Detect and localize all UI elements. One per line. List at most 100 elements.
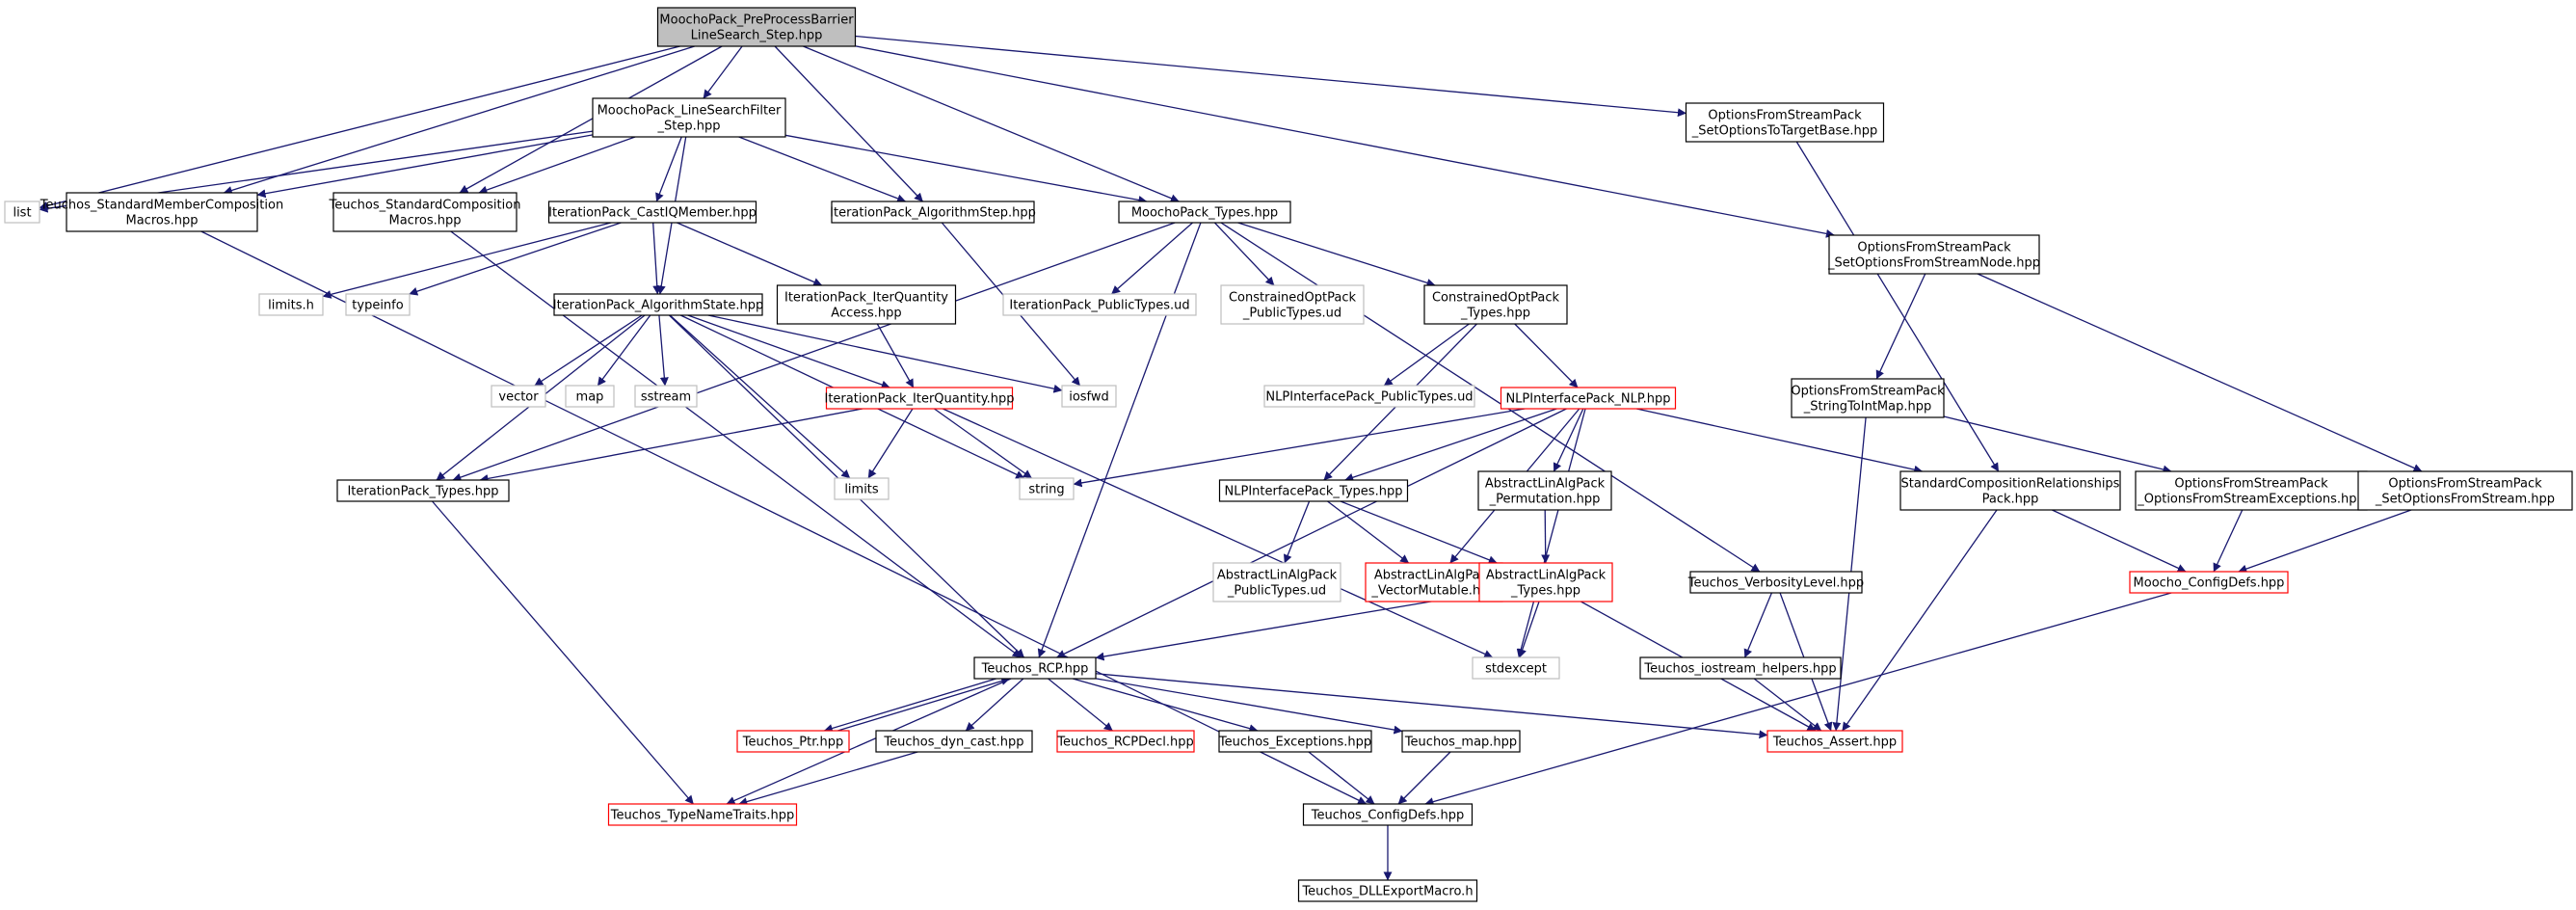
node-ofs-stream[interactable]: OptionsFromStreamPack_SetOptionsFromStre… xyxy=(2357,470,2573,511)
node-ip-types[interactable]: IterationPack_Types.hpp xyxy=(336,479,510,502)
edge-root-to-mp-types xyxy=(803,45,1180,202)
node-label: Teuchos_Assert.hpp xyxy=(1772,736,1897,750)
node-rcpdecl[interactable]: Teuchos_RCPDecl.hpp xyxy=(1056,730,1195,753)
edge-nlp-nlp-to-scr xyxy=(1636,408,1924,474)
node-iosfwd: iosfwd xyxy=(1061,385,1117,408)
edge-ip-algstate-to-limits xyxy=(669,314,851,479)
node-lsf[interactable]: MoochoPack_LineSearchFilter_Step.hpp xyxy=(592,97,786,138)
node-box xyxy=(1689,571,1863,594)
node-label: IterationPack_IterQuantity.hpp xyxy=(824,392,1014,407)
node-ip-iq[interactable]: IterationPack_IterQuantity.hpp xyxy=(824,387,1015,410)
node-label: OptionsFromStreamPack xyxy=(1857,241,2011,255)
node-nlp-types[interactable]: NLPInterfacePack_Types.hpp xyxy=(1218,479,1409,502)
node-ip-algstate[interactable]: IterationPack_AlgorithmState.hpp xyxy=(553,293,764,316)
node-verb[interactable]: Teuchos_VerbosityLevel.hpp xyxy=(1687,571,1864,594)
node-mp-types[interactable]: MoochoPack_Types.hpp xyxy=(1118,201,1291,224)
node-label: limits.h xyxy=(268,299,314,313)
edge-ptr-to-rcp xyxy=(837,677,1011,732)
node-label: IterationPack_PublicTypes.ud xyxy=(1009,299,1189,313)
node-map: map xyxy=(565,385,615,408)
edge-mp-types-to-verb xyxy=(1220,222,1761,573)
node-label: _PublicTypes.ud xyxy=(1242,307,1341,321)
node-box xyxy=(1472,656,1560,680)
node-box xyxy=(831,201,1035,224)
node-cop-types[interactable]: ConstrainedOptPack_Types.hpp xyxy=(1423,284,1568,325)
node-mcd[interactable]: Moocho_ConfigDefs.hpp xyxy=(2129,571,2289,594)
node-dll[interactable]: Teuchos_DLLExportMacro.h xyxy=(1297,879,1478,902)
node-ofs-strtoint[interactable]: OptionsFromStreamPack_StringToIntMap.hpp xyxy=(1791,378,1945,418)
node-ofs-exc[interactable]: OptionsFromStreamPack_OptionsFromStreamE… xyxy=(2135,470,2368,511)
node-label: IterationPack_AlgorithmStep.hpp xyxy=(830,206,1036,221)
node-ala-pubtypes: AbstractLinAlgPack_PublicTypes.ud xyxy=(1212,562,1341,602)
node-box xyxy=(1002,293,1197,316)
node-tsmc[interactable]: Teuchos_StandardMemberCompositionMacros.… xyxy=(40,192,283,232)
node-label: _Types.hpp xyxy=(1460,307,1530,321)
edge-root-to-ofs-target xyxy=(855,35,1686,118)
node-box xyxy=(1061,385,1117,408)
edge-root-to-ofs-node xyxy=(855,45,1835,238)
node-label: Teuchos_iostream_helpers.hpp xyxy=(1643,662,1836,677)
edge-nlp-nlp-to-nlp-types xyxy=(1344,408,1557,482)
node-box xyxy=(491,385,546,408)
node-ip-cast[interactable]: IterationPack_CastIQMember.hpp xyxy=(547,201,757,224)
node-box xyxy=(1639,656,1842,680)
node-label: limits xyxy=(844,483,879,497)
node-label: MoochoPack_LineSearchFilter xyxy=(598,104,782,119)
node-nlp-pubtypes: NLPInterfacePack_PublicTypes.ud xyxy=(1263,385,1475,408)
node-label: Teuchos_VerbosityLevel.hpp xyxy=(1687,576,1864,591)
node-root[interactable]: MoochoPack_PreProcessBarrierLineSearch_S… xyxy=(656,7,857,47)
node-ip-algstep[interactable]: IterationPack_AlgorithmStep.hpp xyxy=(830,201,1036,224)
edge-mp-types-to-cop-pubtypes xyxy=(1213,222,1275,286)
node-vector: vector xyxy=(491,385,546,408)
node-box xyxy=(875,730,1033,753)
node-dyncast[interactable]: Teuchos_dyn_cast.hpp xyxy=(875,730,1033,753)
node-box xyxy=(736,730,850,753)
node-label: Teuchos_StandardComposition xyxy=(329,199,521,213)
edge-root-to-ip-algstep xyxy=(774,45,923,202)
node-rcp[interactable]: Teuchos_RCP.hpp xyxy=(973,656,1097,680)
edge-verb-to-ioh xyxy=(1743,592,1773,658)
node-label: ConstrainedOptPack xyxy=(1229,291,1357,306)
node-box xyxy=(1019,477,1075,500)
node-tnt[interactable]: Teuchos_TypeNameTraits.hpp xyxy=(607,803,798,826)
node-label: IterationPack_Types.hpp xyxy=(347,485,498,499)
node-assert[interactable]: Teuchos_Assert.hpp xyxy=(1766,730,1903,753)
node-ofs-node[interactable]: OptionsFromStreamPack_SetOptionsFromStre… xyxy=(1827,234,2040,275)
node-tcd[interactable]: Teuchos_ConfigDefs.hpp xyxy=(1302,803,1474,826)
node-exc[interactable]: Teuchos_Exceptions.hpp xyxy=(1218,730,1372,753)
node-label: _PublicTypes.ud xyxy=(1227,584,1326,599)
node-ala-perm[interactable]: AbstractLinAlgPack_Permutation.hpp xyxy=(1477,470,1612,511)
node-box xyxy=(634,385,698,408)
node-box xyxy=(1118,201,1291,224)
edge-nlp-types-to-ala-vm xyxy=(1327,500,1410,564)
node-tmap[interactable]: Teuchos_map.hpp xyxy=(1401,730,1521,753)
node-label: NLPInterfacePack_NLP.hpp xyxy=(1505,392,1670,407)
edge-lsf-to-tsmc xyxy=(256,134,594,199)
edge-nlp-nlp-to-stdexcept xyxy=(1516,408,1586,658)
node-nlp-nlp[interactable]: NLPInterfacePack_NLP.hpp xyxy=(1500,387,1677,410)
node-ptr[interactable]: Teuchos_Ptr.hpp xyxy=(736,730,850,753)
node-box xyxy=(4,201,40,224)
node-box xyxy=(592,97,786,138)
node-box xyxy=(834,477,890,500)
edge-scr-to-mcd xyxy=(2052,509,2187,573)
node-ioh[interactable]: Teuchos_iostream_helpers.hpp xyxy=(1639,656,1842,680)
node-ofs-target[interactable]: OptionsFromStreamPack_SetOptionsToTarget… xyxy=(1685,102,1885,143)
edge-ip-iq-to-limits xyxy=(867,408,914,479)
nodes-layer: MoochoPack_PreProcessBarrierLineSearch_S… xyxy=(4,7,2573,902)
node-label: IterationPack_AlgorithmState.hpp xyxy=(553,299,764,313)
node-label: typeinfo xyxy=(352,299,403,313)
edge-ip-iqaccess-to-ip-iq xyxy=(876,323,915,388)
edge-rcp-to-tmap xyxy=(1095,678,1403,735)
node-label: Teuchos_dyn_cast.hpp xyxy=(883,736,1023,750)
node-sstream: sstream xyxy=(634,385,698,408)
node-box xyxy=(1828,234,2040,275)
edge-lsf-to-ip-cast xyxy=(655,136,682,202)
node-ala-types[interactable]: AbstractLinAlgPack_Types.hpp xyxy=(1478,562,1613,602)
edge-tsmc-to-tcd xyxy=(200,230,1368,805)
edge-root-to-tsc xyxy=(459,45,723,194)
